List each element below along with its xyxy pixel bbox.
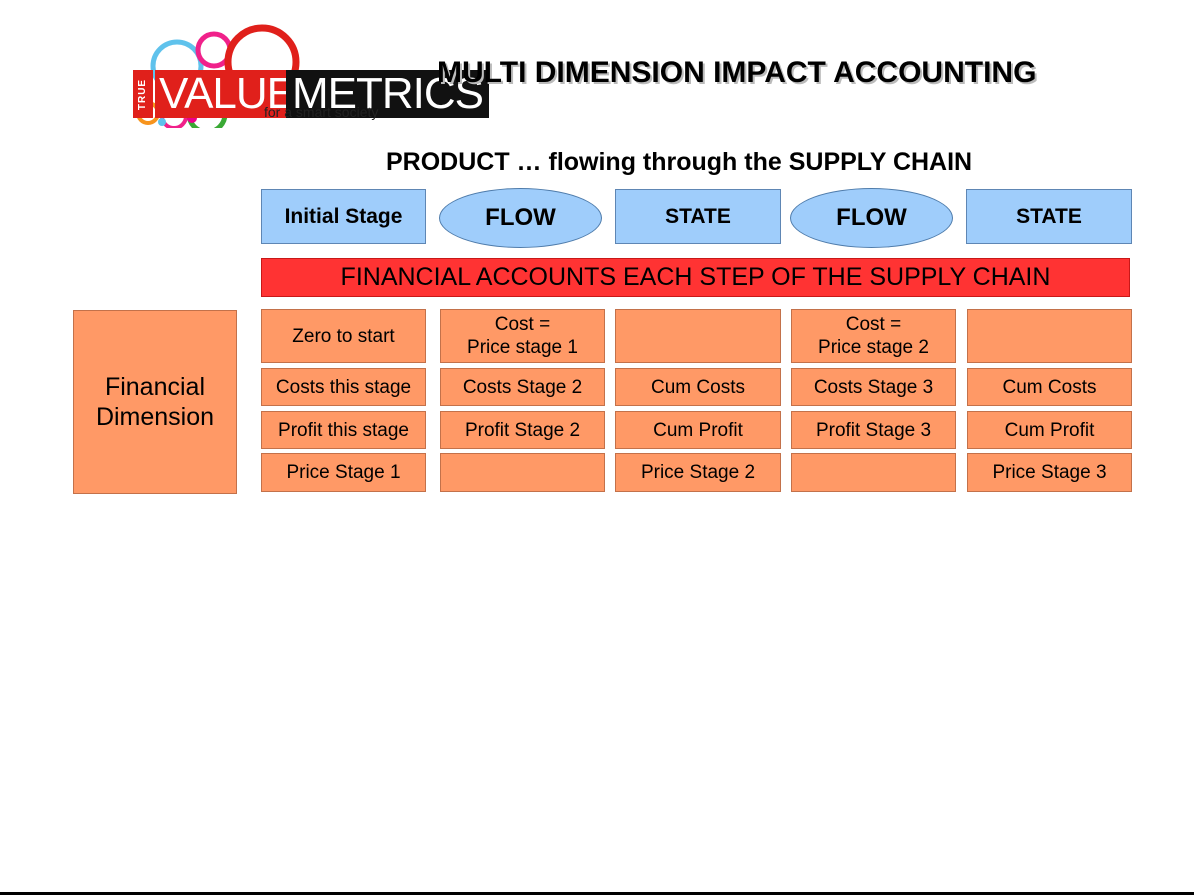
grid-cell-r3-c0: Price Stage 1 bbox=[261, 453, 426, 492]
grid-cell-r3-c3 bbox=[791, 453, 956, 492]
grid-cell-r1-c3: Costs Stage 3 bbox=[791, 368, 956, 406]
stage-initial: Initial Stage bbox=[261, 189, 426, 244]
financial-accounts-banner: FINANCIAL ACCOUNTS EACH STEP OF THE SUPP… bbox=[261, 258, 1130, 297]
grid-cell-r3-c1 bbox=[440, 453, 605, 492]
stage-flow-1: FLOW bbox=[439, 188, 602, 248]
logo-value-text: VALUE bbox=[155, 70, 300, 118]
logo-true-badge: TRUE bbox=[133, 70, 153, 118]
grid-cell-r1-c4: Cum Costs bbox=[967, 368, 1132, 406]
logo-metrics-text: METRICS bbox=[286, 70, 489, 118]
logo-tagline: for a smart society bbox=[264, 104, 379, 120]
grid-cell-r1-c1: Costs Stage 2 bbox=[440, 368, 605, 406]
financial-dimension-label: Financial Dimension bbox=[73, 310, 237, 494]
grid-cell-r2-c1: Profit Stage 2 bbox=[440, 411, 605, 449]
grid-cell-r0-c4 bbox=[967, 309, 1132, 363]
grid-cell-r1-c0: Costs this stage bbox=[261, 368, 426, 406]
grid-cell-r2-c3: Profit Stage 3 bbox=[791, 411, 956, 449]
grid-cell-r0-c0: Zero to start bbox=[261, 309, 426, 363]
true-value-metrics-logo: TRUE VALUE METRICS for a smart society bbox=[64, 18, 489, 128]
grid-cell-r3-c4: Price Stage 3 bbox=[967, 453, 1132, 492]
grid-cell-r3-c2: Price Stage 2 bbox=[615, 453, 781, 492]
grid-cell-r2-c4: Cum Profit bbox=[967, 411, 1132, 449]
grid-cell-r1-c2: Cum Costs bbox=[615, 368, 781, 406]
grid-cell-r2-c2: Cum Profit bbox=[615, 411, 781, 449]
grid-cell-r2-c0: Profit this stage bbox=[261, 411, 426, 449]
supply-chain-subtitle: PRODUCT … flowing through the SUPPLY CHA… bbox=[386, 148, 973, 176]
stage-state-2: STATE bbox=[966, 189, 1132, 244]
stage-flow-2: FLOW bbox=[790, 188, 953, 248]
grid-cell-r0-c1: Cost = Price stage 1 bbox=[440, 309, 605, 363]
bottom-border-line bbox=[0, 892, 1194, 895]
grid-cell-r0-c3: Cost = Price stage 2 bbox=[791, 309, 956, 363]
stage-state-1: STATE bbox=[615, 189, 781, 244]
page-title: MULTI DIMENSION IMPACT ACCOUNTING bbox=[437, 56, 1037, 89]
grid-cell-r0-c2 bbox=[615, 309, 781, 363]
